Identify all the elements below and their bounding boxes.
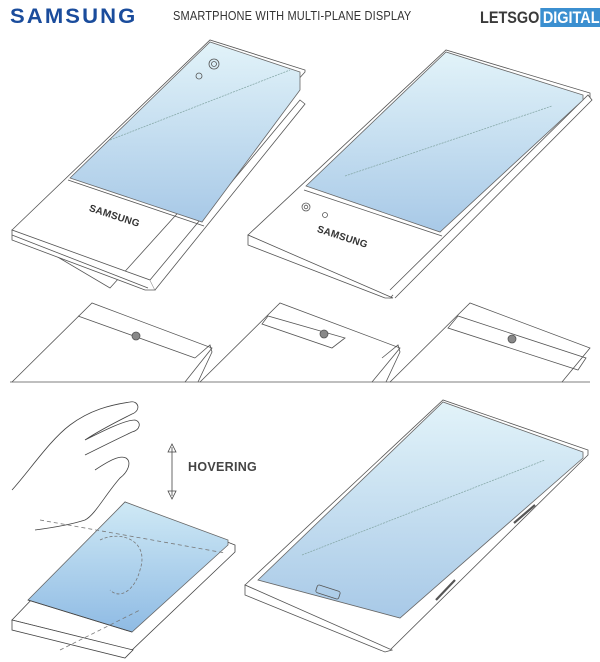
figure-phone-top-right <box>247 49 593 299</box>
page-title: SMARTPHONE WITH MULTI-PLANE DISPLAY <box>173 9 412 23</box>
figure-hovering <box>11 401 236 659</box>
letsgodigital-logo: LETSGO DIGITAL <box>480 8 600 27</box>
logo-digital: DIGITAL <box>540 8 600 27</box>
figure-phone-bottom-right <box>244 399 589 653</box>
header: SAMSUNG SMARTPHONE WITH MULTI-PLANE DISP… <box>0 0 600 34</box>
samsung-logo: SAMSUNG <box>10 5 138 28</box>
figure-detail-views <box>10 302 591 383</box>
figure-phone-top-left <box>11 39 306 291</box>
logo-letsgo: LETSGO <box>480 7 540 27</box>
hovering-label: HOVERING <box>188 460 258 474</box>
